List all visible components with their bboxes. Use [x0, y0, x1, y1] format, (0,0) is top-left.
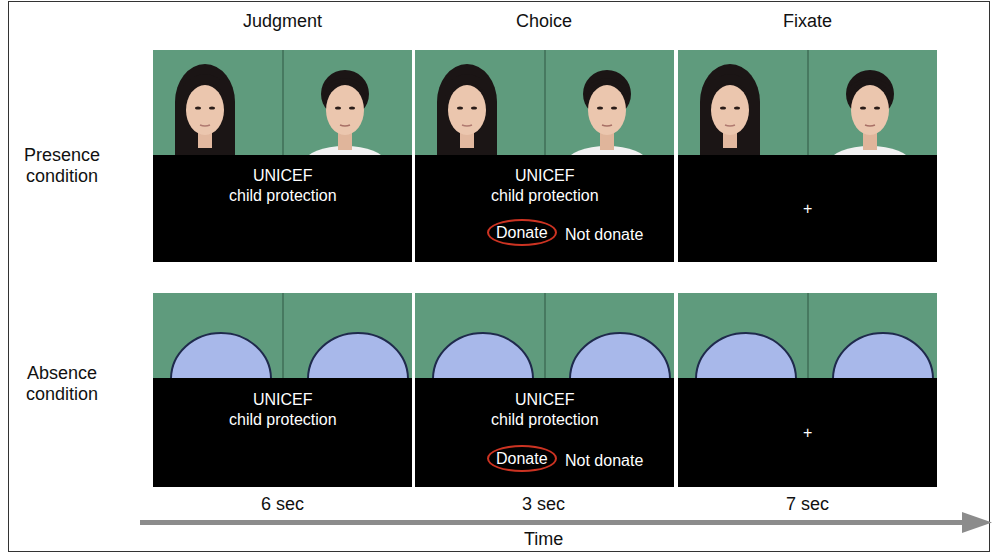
choice-text: Donate	[496, 450, 548, 467]
choice-text: Donate	[496, 224, 548, 241]
time-arrow-head	[962, 512, 992, 533]
text-panel: UNICEFchild protectionNot donate Donate	[415, 378, 674, 487]
label: Fixate	[783, 11, 832, 32]
panel-text: UNICEF	[253, 166, 313, 185]
label: Judgment	[243, 11, 322, 32]
time-arrow-shaft	[140, 520, 965, 525]
figure-frame	[9, 2, 990, 552]
panel-text: child protection	[229, 410, 337, 429]
panel-text: child protection	[491, 186, 599, 205]
panel-text: +	[803, 199, 812, 218]
choice-ellipse: Donate	[487, 445, 557, 472]
label: 6 sec	[261, 494, 304, 515]
label: Presence condition	[12, 145, 112, 187]
label: Absence condition	[12, 363, 112, 405]
panel-text: child protection	[491, 410, 599, 429]
panel-text: Not donate	[565, 225, 643, 244]
text-panel: UNICEFchild protectionNot donate Donate	[415, 155, 674, 262]
panel-text: Not donate	[565, 451, 643, 470]
label: Choice	[516, 11, 572, 32]
label: Time	[524, 529, 563, 550]
label: 7 sec	[786, 494, 829, 515]
label: 3 sec	[522, 494, 565, 515]
text-panel: +	[678, 155, 937, 262]
panel-text: child protection	[229, 186, 337, 205]
panel-text: UNICEF	[515, 166, 575, 185]
panel-text: +	[803, 423, 812, 442]
panel-text: UNICEF	[253, 390, 313, 409]
panel-text: UNICEF	[515, 390, 575, 409]
choice-ellipse: Donate	[487, 219, 557, 246]
text-panel: +	[678, 378, 937, 487]
text-panel: UNICEFchild protection	[153, 155, 412, 262]
text-panel: UNICEFchild protection	[153, 378, 412, 487]
